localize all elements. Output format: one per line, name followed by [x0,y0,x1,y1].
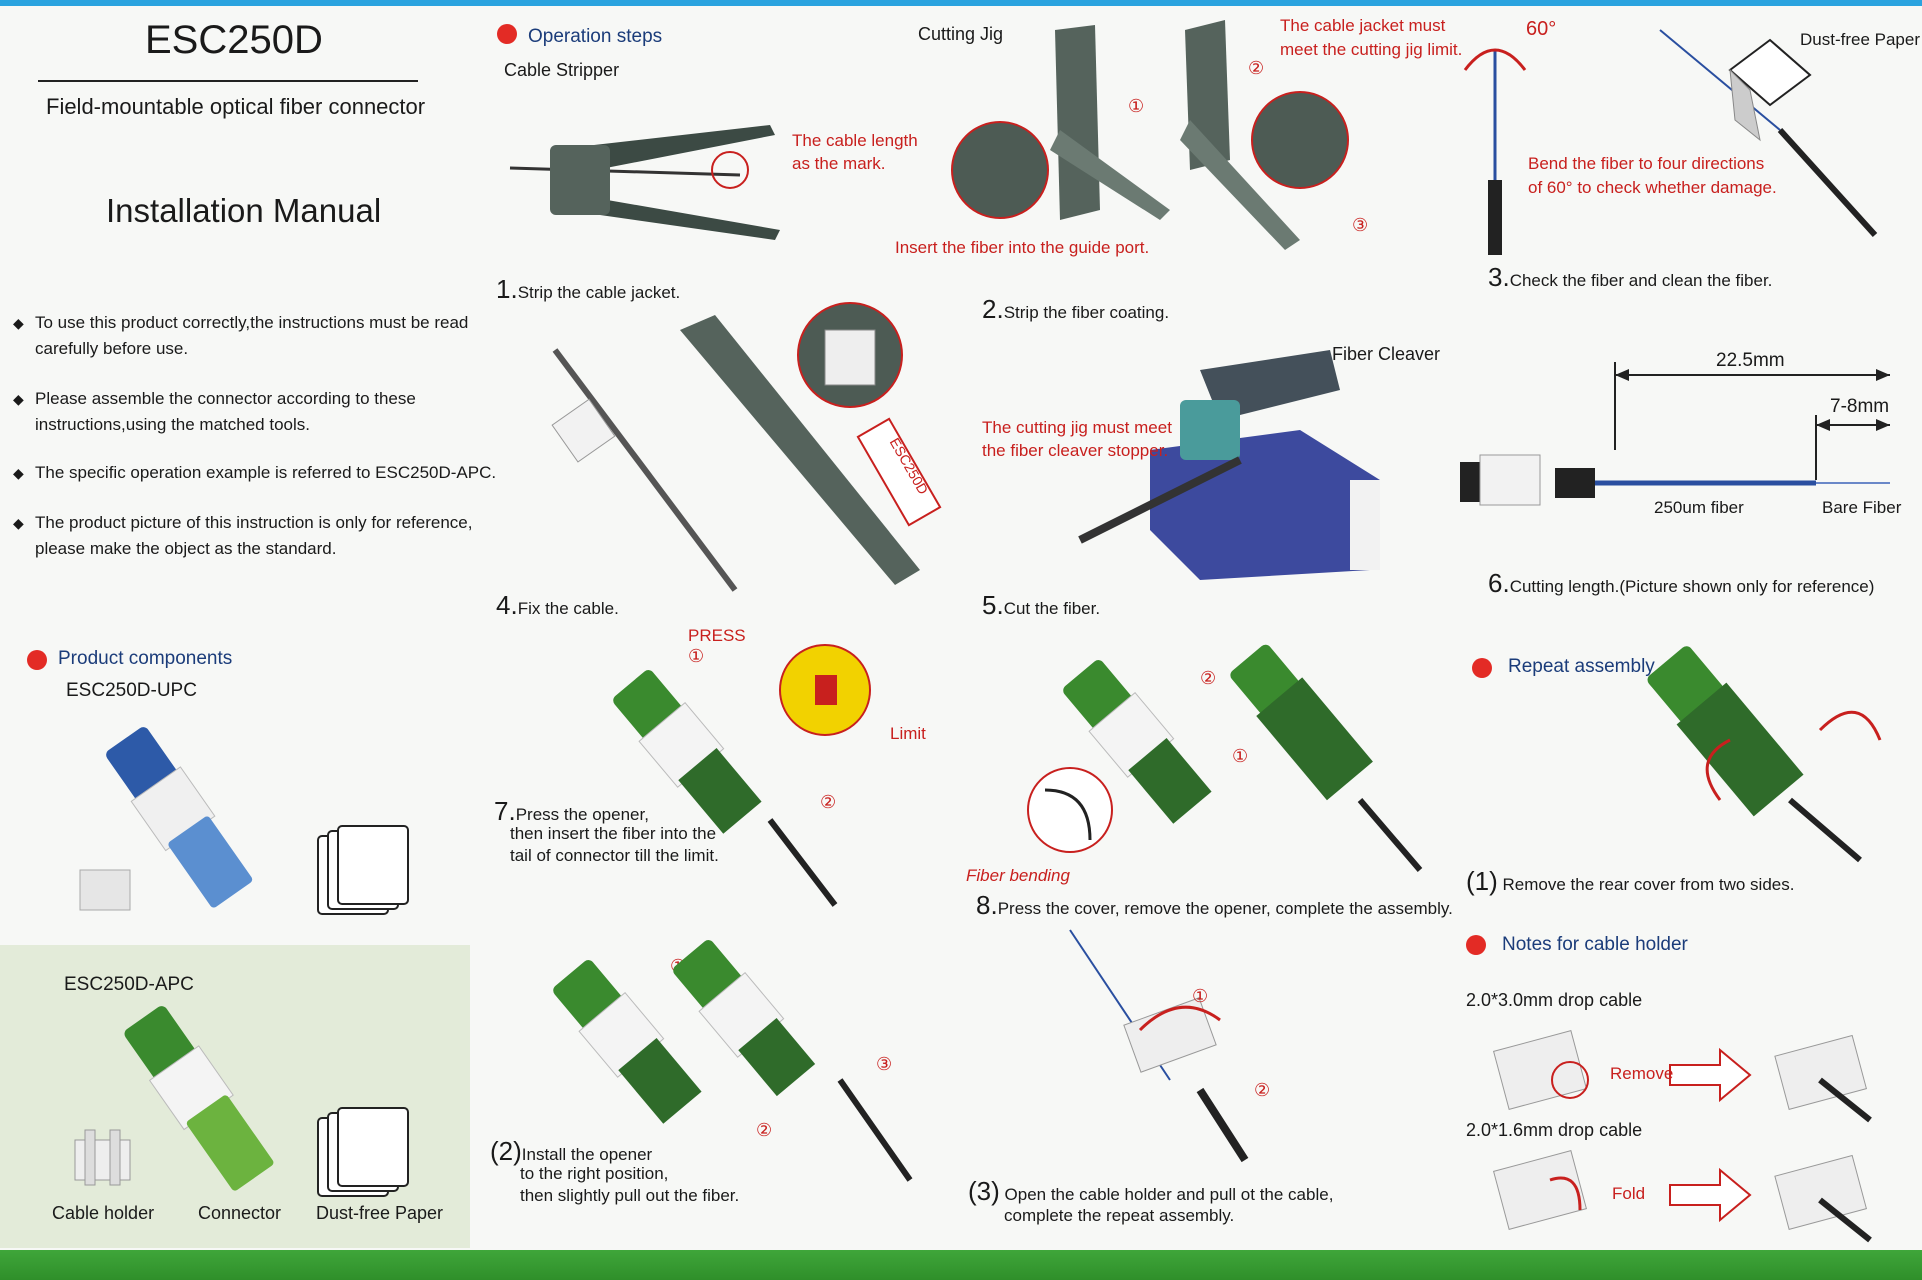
cable-stripper-label: Cable Stripper [504,60,620,80]
cutting-jig-illustration [951,20,1349,250]
step-3-title: 3.Check the fiber and clean the fiber. [1488,262,1773,292]
dust-free-paper-label: Dust-free Paper [1800,30,1920,49]
insert-fiber-note: Insert the fiber into the guide port. [895,238,1150,257]
repeat-circle-3: ③ [876,1054,893,1074]
connector-label: Connector [198,1203,282,1223]
length-22-label: 22.5mm [1716,350,1785,371]
paper-label: Dust-free Paper [316,1203,444,1223]
fiber-bend-illustration [1463,48,1527,255]
cable-length-note-2: as the mark. [792,154,886,173]
fix-cable-illustration [551,302,920,592]
note-1: To use this product correctly,the instru… [13,310,505,362]
step-7-title-line-1: 7.Press the opener, [494,796,649,826]
remove-label: Remove [1610,1064,1674,1083]
manual-title: Installation Manual [106,192,382,229]
limit-label: Limit [890,724,926,743]
product-title: ESC250D [145,18,323,62]
step-5-title: 5.Cut the fiber. [982,590,1101,620]
cable-type-1: 2.0*3.0mm drop cable [1466,990,1643,1010]
bend-note-2: of 60° to check whether damage. [1528,178,1777,197]
step-7-title-line-2: then insert the fiber into the [510,824,717,843]
holder-heading: Notes for cable holder [1502,934,1688,955]
step-2-circle-2: ② [1248,58,1265,78]
repeat-step-3-line-1: (3) Open the cable holder and pull ot th… [968,1176,1334,1206]
apc-connector-illustration [124,1006,274,1191]
apc-label: ESC250D-APC [64,974,194,995]
step-2-circle-3: ③ [1352,215,1369,235]
step-7-circle-1: ① [688,646,705,666]
bottom-accent-bar [0,1250,1922,1280]
press-label: PRESS [688,626,746,645]
cable-stripper-illustration [509,125,780,240]
install-opener-illustration [553,940,913,1182]
apc-panel [0,945,470,1248]
bend-note-1: Bend the fiber to four directions [1528,154,1765,173]
step-1-title: 1.Strip the cable jacket. [496,274,681,304]
repeat-bullet-icon [1472,658,1492,678]
cable-holder-label: Cable holder [52,1203,155,1223]
product-subtitle: Field-mountable optical fiber connector [46,94,426,119]
step-4-title: 4.Fix the cable. [496,590,619,620]
holder-remove-illustration [1492,1030,1872,1123]
top-accent-bar [0,0,1922,6]
upc-paper-icon [317,825,409,915]
step-8-title: 8.Press the cover, remove the opener, co… [976,890,1453,920]
step-2-title: 2.Strip the fiber coating. [982,294,1170,324]
cutting-jig-label: Cutting Jig [918,24,1004,44]
operation-bullet-icon [497,24,517,44]
jacket-limit-note-1: The cable jacket must [1280,16,1446,35]
step-8-circle-1: ① [1232,746,1249,766]
length-7-8-label: 7-8mm [1830,396,1890,417]
repeat-step-2-line-3: then slightly pull out the fiber. [520,1186,740,1205]
press-opener-illustration [613,644,871,907]
step-6-title: 6.Cutting length.(Picture shown only for… [1488,568,1875,598]
repeat-circle-2: ② [756,1120,773,1140]
holder-bullet-icon [1466,935,1486,955]
note-4: The product picture of this instruction … [13,510,505,562]
holder-fold-illustration [1492,1150,1872,1243]
250um-fiber-label: 250um fiber [1654,498,1744,517]
note-3: The specific operation example is referr… [13,460,505,486]
repeat-step-2-line-1: (2)Install the opener [490,1136,653,1166]
cable-holder-icon [74,1129,131,1186]
cable-type-2: 2.0*1.6mm drop cable [1466,1120,1643,1140]
fiber-cleaning-illustration [1659,29,1878,238]
fiber-cleaver-label: Fiber Cleaver [1332,344,1441,364]
repeat-step-2-line-2: to the right position, [520,1164,669,1183]
title-divider [38,80,418,82]
repeat-step-3-line-2: complete the repeat assembly. [1004,1206,1235,1225]
apc-paper-icon [317,1107,409,1197]
press-cover-illustration [1027,644,1423,872]
repeat-heading: Repeat assembly [1508,656,1655,677]
cable-length-note-1: The cable length [792,131,918,150]
step-8-circle-2: ② [1200,668,1217,688]
jacket-limit-note-2: meet the cutting jig limit. [1280,40,1463,59]
step-7-title-line-3: tail of connector till the limit. [510,846,719,865]
remove-rear-cover-illustration [1647,646,1882,863]
fiber-bending-label: Fiber bending [966,866,1070,885]
note-2: Please assemble the connector according … [13,386,505,438]
bend-angle-label: 60° [1526,18,1557,40]
fiber-cleaver-illustration [1078,350,1380,580]
fold-label: Fold [1612,1184,1646,1203]
upc-connector-illustration [79,727,253,911]
upc-label: ESC250D-UPC [66,680,197,701]
holder-circle-2: ② [1254,1080,1271,1100]
cleaver-note-2: the fiber cleaver stopper. [982,441,1169,460]
operation-heading: Operation steps [528,26,663,47]
components-bullet-icon [27,650,47,670]
repeat-step-1: (1) Remove the rear cover from two sides… [1466,866,1795,896]
components-heading: Product components [58,648,233,669]
step-7-circle-2: ② [820,792,837,812]
step-2-circle-1: ① [1128,96,1145,116]
bare-fiber-label: Bare Fiber [1822,498,1902,517]
open-cable-holder-illustration [1069,929,1249,1163]
holder-circle-1: ① [1192,986,1209,1006]
cleaver-note-1: The cutting jig must meet [982,418,1172,437]
cutting-length-diagram [1460,362,1890,506]
